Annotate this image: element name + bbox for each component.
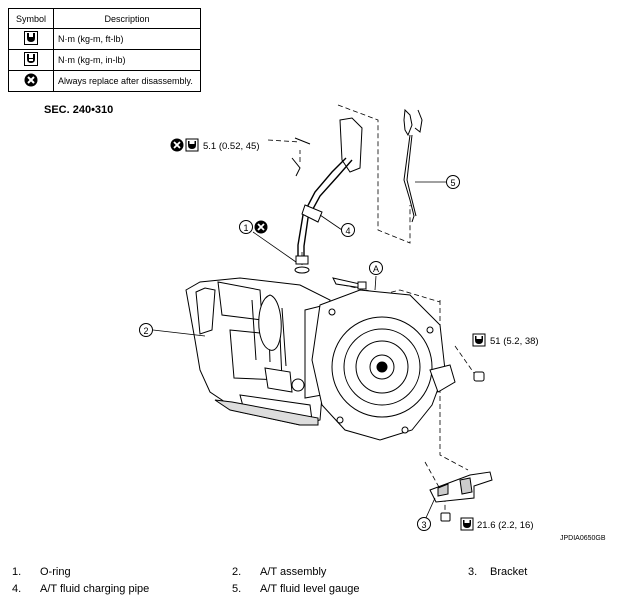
part-5-name: A/T fluid level gauge [260,583,360,595]
legend-row-3-text: Always replace after disassembly. [53,70,201,92]
torque-wrench-icon [8,28,54,50]
symbol-legend-table: Symbol Description N·m (kg-m, ft-lb) N·m… [8,8,201,92]
callout-2-label: 2 [143,326,148,336]
replace-x-icon [254,220,268,234]
callout-3: 3 [417,517,431,531]
bracket [429,471,493,522]
torque-3-value: 21.6 (2.2, 16) [477,520,534,531]
callout-a: A [369,261,383,275]
torque-1-value: 5.1 (0.52, 45) [203,141,260,152]
part-item-4: 4. A/T fluid charging pipe [12,583,149,595]
fluid-level-gauge [403,108,423,223]
part-1-number: 1. [12,566,22,578]
part-2-number: 2. [232,566,242,578]
fluid-charging-pipe [291,117,363,274]
part-3-number: 3. [468,566,478,578]
callout-1-label: 1 [243,223,248,233]
bell-housing-bolt [473,371,485,382]
bolt-a [332,277,367,290]
part-5-number: 5. [232,583,242,595]
part-4-number: 4. [12,583,22,595]
part-item-5: 5. A/T fluid level gauge [232,583,359,595]
callout-a-label: A [373,264,379,274]
callout-4-label: 4 [345,226,350,236]
image-code: JPDIA0650GB [560,535,606,542]
callout-3-label: 3 [421,520,426,530]
torque-spec-1: 5.1 (0.52, 45) [170,138,260,152]
part-item-1: 1. O-ring [12,566,71,578]
section-label: SEC. 240•310 [44,104,114,116]
part-item-3: 3. Bracket [468,566,527,578]
bell-housing [311,289,456,441]
callout-5: 5 [446,175,460,189]
part-2-name: A/T assembly [260,566,327,578]
torque-spec-3: 21.6 (2.2, 16) [460,517,534,531]
part-item-2: 2. A/T assembly [232,566,326,578]
callout-4: 4 [341,223,355,237]
part-4-name: A/T fluid charging pipe [40,583,150,595]
part-3-name: Bracket [490,566,528,578]
callout-2: 2 [139,323,153,337]
at-assembly [185,277,331,426]
leader-lines [152,181,446,521]
callout-5-label: 5 [450,178,455,188]
callout-1: 1 [239,220,253,234]
torque-spec-2: 51 (5.2, 38) [472,333,539,347]
part-1-name: O-ring [40,566,71,578]
torque-2-value: 51 (5.2, 38) [490,336,539,347]
